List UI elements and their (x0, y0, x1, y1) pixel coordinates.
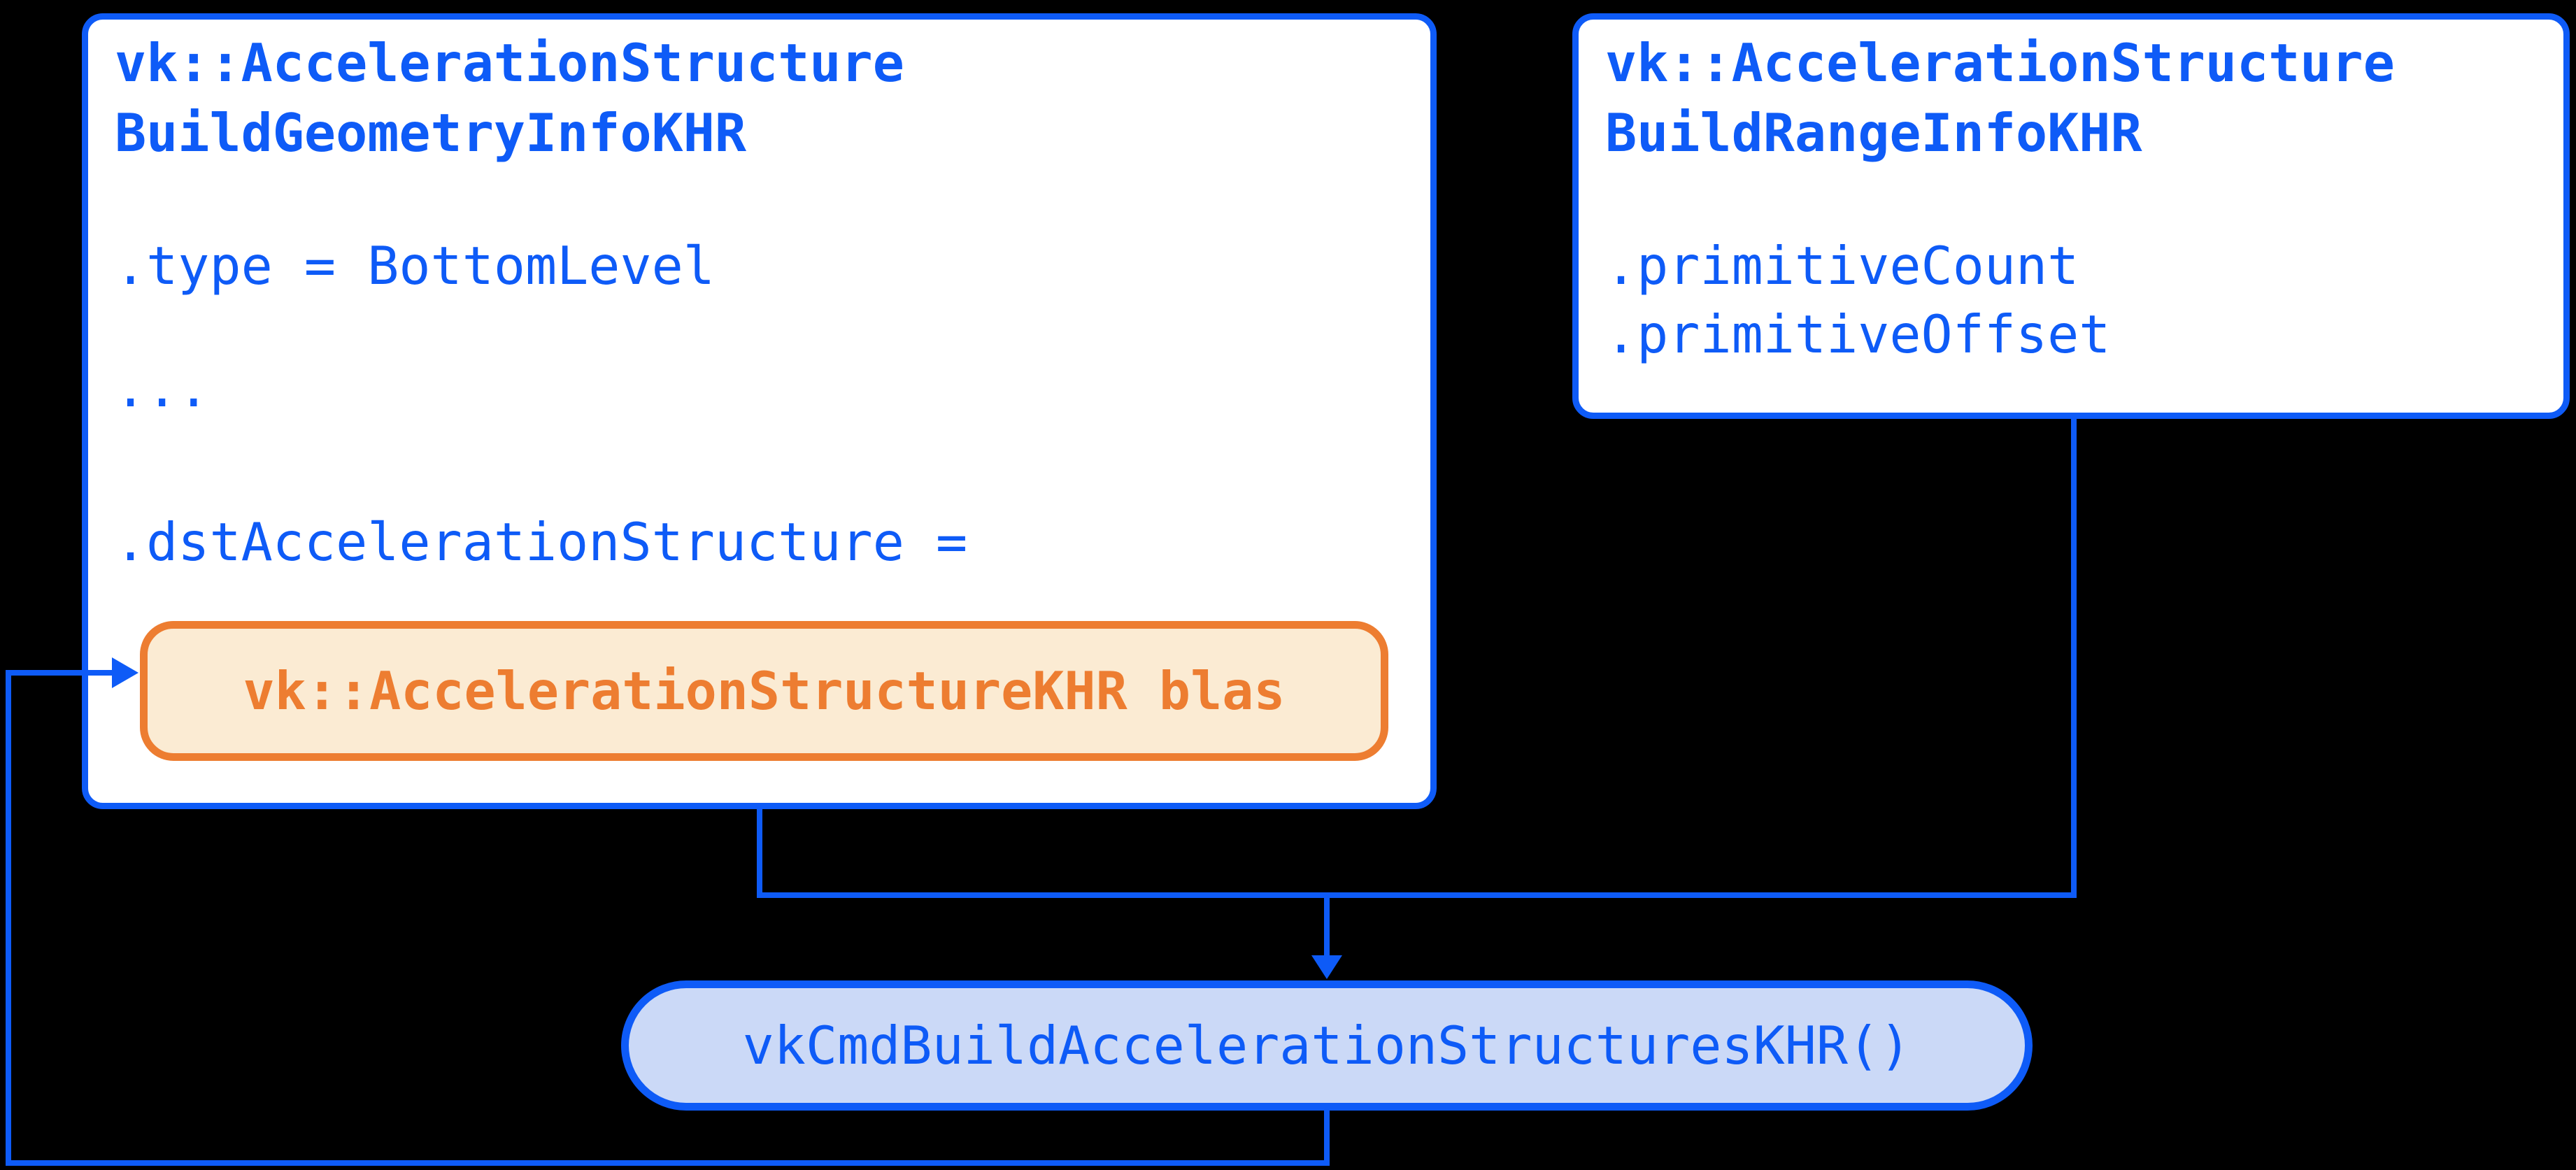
command-pill: vkCmdBuildAccelerationStructuresKHR() (621, 980, 2033, 1111)
connector-feedback-bottom (6, 1160, 1330, 1166)
range-info-title-line1: vk::AccelerationStructure (1605, 32, 2395, 94)
blas-box-label: vk::AccelerationStructureKHR blas (243, 660, 1286, 722)
geometry-info-field-dst: .dstAccelerationStructure = (115, 511, 968, 573)
connector-geometry-box-drop (757, 809, 762, 898)
down-arrowhead-icon (1311, 955, 1342, 979)
blas-box: vk::AccelerationStructureKHR blas (140, 621, 1388, 761)
connector-pill-output-drop (1324, 1111, 1330, 1166)
command-pill-label: vkCmdBuildAccelerationStructuresKHR() (742, 1015, 1912, 1076)
right-arrowhead-icon (112, 657, 138, 688)
geometry-info-field-type: .type = BottomLevel (115, 235, 715, 297)
build-range-info-box (1572, 13, 2570, 419)
connector-feedback-left-rise (6, 670, 11, 1166)
connector-into-pill (1324, 895, 1330, 957)
connector-feedback-into-blas (6, 670, 112, 676)
range-info-title-line2: BuildRangeInfoKHR (1605, 102, 2142, 164)
connector-range-box-drop (2071, 419, 2077, 898)
geometry-info-title-line1: vk::AccelerationStructure (115, 32, 904, 94)
geometry-info-ellipsis: ... (115, 357, 210, 419)
range-info-field-primitive-offset: .primitiveOffset (1605, 304, 2111, 365)
range-info-field-primitive-count: .primitiveCount (1605, 235, 2079, 297)
geometry-info-title-line2: BuildGeometryInfoKHR (115, 102, 747, 164)
connector-junction-rail (757, 892, 2077, 898)
